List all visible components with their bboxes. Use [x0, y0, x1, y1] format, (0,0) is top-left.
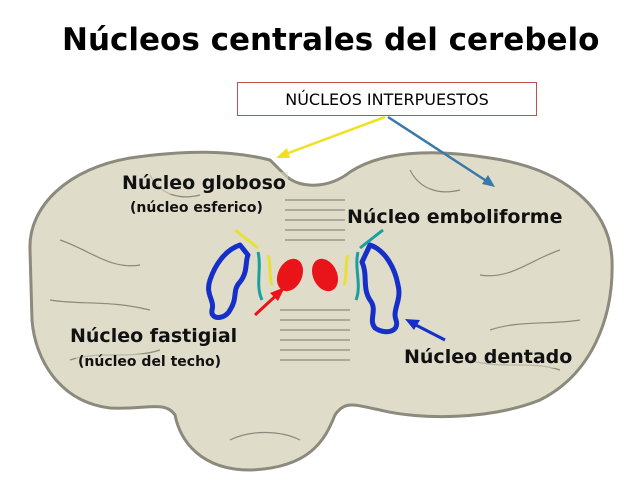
page-title: Núcleos centrales del cerebelo [62, 22, 600, 58]
vermis-stripes [280, 199, 350, 361]
label-globoso-sub: (núcleo esferico) [128, 200, 265, 216]
interposed-nuclei-box: NÚCLEOS INTERPUESTOS [237, 82, 537, 116]
label-dentado: Núcleo dentado [402, 346, 575, 368]
fastigial-nucleus-left [276, 258, 304, 292]
dentate-nucleus-right [359, 242, 402, 335]
pointer-fastigial-head [270, 287, 285, 301]
arrow-to-emboliforme-head [482, 175, 495, 187]
fastigial-nucleus-right [311, 258, 339, 292]
pointer-dentado-head [405, 319, 420, 330]
cerebellum-body [28, 150, 614, 472]
emboliform-nucleus-left [256, 251, 264, 301]
dentate-nucleus-left [206, 242, 251, 320]
arrow-to-globoso-head [276, 148, 290, 158]
pointer-globoso [234, 228, 259, 250]
label-fastigial: Núcleo fastigial [68, 325, 240, 347]
label-fastigial-sub: (núcleo del techo) [76, 354, 224, 370]
pointer-emboliforme [359, 228, 384, 250]
globose-nucleus-right [342, 254, 350, 286]
label-emboliforme: Núcleo emboliforme [345, 206, 565, 228]
globose-nucleus-left [266, 254, 274, 286]
arrow-to-emboliforme [387, 115, 489, 184]
arrow-to-globoso [282, 115, 386, 157]
label-globoso: Núcleo globoso [120, 172, 288, 194]
emboliform-nucleus-right [354, 251, 360, 301]
